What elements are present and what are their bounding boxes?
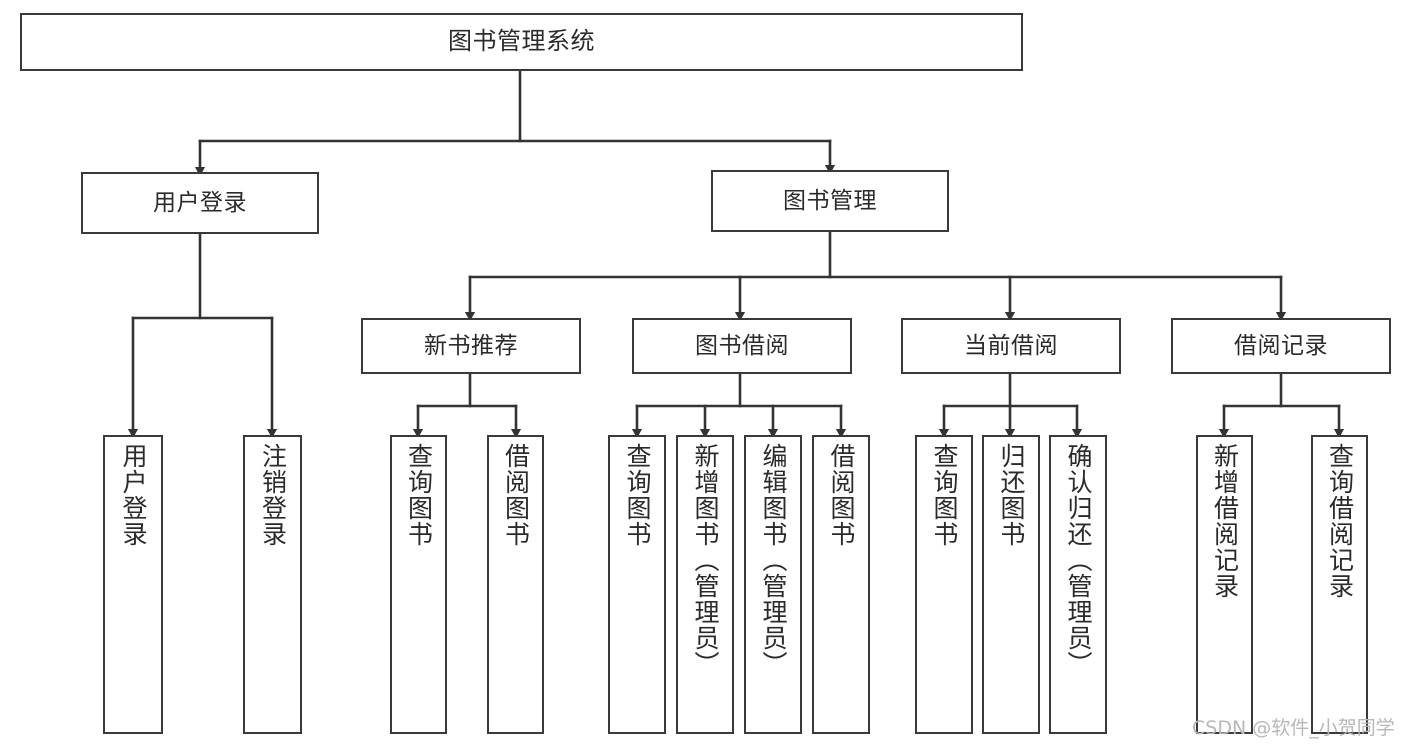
node-root-system[interactable]: 图书管理系统: [20, 13, 1023, 71]
node-label: 用户登录: [119, 443, 148, 547]
node-label: 注销登录: [258, 443, 288, 547]
node-label: 编辑图书（管理员）: [759, 443, 788, 677]
node-book-borrow[interactable]: 图书借阅: [632, 318, 852, 374]
node-leaf-user-login[interactable]: 用户登录: [103, 435, 163, 734]
node-label: 查询借阅记录: [1325, 443, 1355, 599]
node-leaf-return-book[interactable]: 归还图书: [982, 435, 1040, 734]
node-label: 新增图书（管理员）: [691, 443, 720, 677]
node-label: 用户登录: [153, 189, 247, 216]
node-leaf-logout-login[interactable]: 注销登录: [243, 435, 302, 734]
node-new-book-recommend[interactable]: 新书推荐: [361, 318, 581, 374]
node-leaf-query-book-3[interactable]: 查询图书: [915, 435, 973, 734]
csdn-watermark: CSDN @软件_小贺同学: [1192, 717, 1395, 739]
node-label: 借阅图书: [501, 443, 531, 547]
node-label: 查询图书: [623, 443, 652, 547]
node-label: 确认归还（管理员）: [1064, 443, 1093, 677]
node-label: 图书借阅: [695, 332, 789, 359]
node-label: 借阅图书: [827, 443, 856, 547]
node-label: 图书管理系统: [448, 27, 595, 56]
node-leaf-query-borrow-record[interactable]: 查询借阅记录: [1311, 435, 1368, 734]
node-leaf-query-book-1[interactable]: 查询图书: [390, 435, 447, 734]
node-book-manage[interactable]: 图书管理: [711, 170, 949, 232]
node-leaf-borrow-book-1[interactable]: 借阅图书: [487, 435, 544, 734]
node-current-borrow[interactable]: 当前借阅: [901, 318, 1121, 374]
node-leaf-borrow-book-2[interactable]: 借阅图书: [812, 435, 870, 734]
node-leaf-edit-book[interactable]: 编辑图书（管理员）: [744, 435, 802, 734]
node-user-login[interactable]: 用户登录: [81, 172, 319, 234]
node-leaf-add-book[interactable]: 新增图书（管理员）: [676, 435, 734, 734]
node-label: 归还图书: [997, 443, 1026, 547]
node-label: 查询图书: [930, 443, 959, 547]
node-borrow-record[interactable]: 借阅记录: [1171, 318, 1391, 374]
node-leaf-confirm-return[interactable]: 确认归还（管理员）: [1049, 435, 1107, 734]
node-leaf-query-book-2[interactable]: 查询图书: [608, 435, 666, 734]
node-label: 图书管理: [783, 187, 877, 214]
node-label: 当前借阅: [964, 332, 1058, 359]
node-leaf-add-borrow-record[interactable]: 新增借阅记录: [1196, 435, 1253, 734]
node-label: 借阅记录: [1234, 332, 1328, 359]
node-label: 查询图书: [404, 443, 434, 547]
node-label: 新书推荐: [424, 332, 518, 359]
node-label: 新增借阅记录: [1210, 443, 1240, 599]
